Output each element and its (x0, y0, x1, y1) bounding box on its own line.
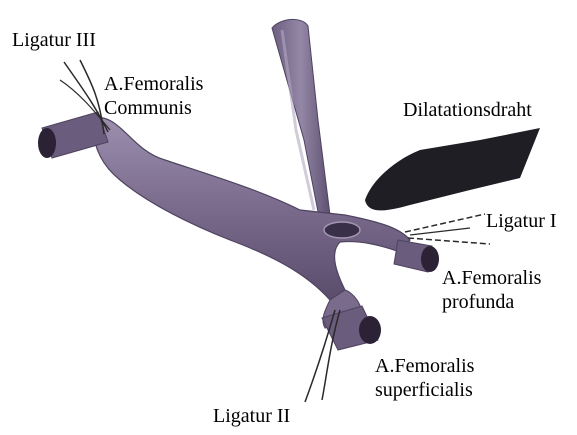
label-femoralis-profunda: A.Femoralis profunda (442, 266, 541, 314)
label-femoralis-communis: A.Femoralis Communis (104, 72, 203, 120)
label-femoralis-superficialis: A.Femoralis superficialis (375, 354, 474, 402)
ligatur-i-thread (405, 214, 485, 232)
label-ligatur-i: Ligatur I (486, 209, 557, 233)
femoralis-communis-line-1: A.Femoralis (104, 72, 203, 96)
dilatation-wire (365, 128, 540, 210)
vertical-branch (272, 19, 330, 222)
ligatur-iii-text: Ligatur III (12, 28, 96, 52)
superficialis-lumen (359, 316, 381, 344)
ligatur-i-thread-2 (408, 238, 490, 244)
ligatur-ii-text: Ligatur II (213, 404, 290, 428)
common-femoral-artery (92, 117, 410, 300)
label-dilatationsdraht: Dilatationsdraht (403, 98, 532, 122)
femoralis-profunda-line-1: A.Femoralis (442, 266, 541, 290)
ligatur-ii-thread (305, 310, 335, 402)
femoralis-superficialis-line-1: A.Femoralis (375, 354, 474, 378)
communis-lumen (38, 128, 56, 158)
bifurcation-opening (324, 222, 360, 238)
label-ligatur-ii: Ligatur II (213, 404, 290, 428)
label-ligatur-iii: Ligatur III (12, 28, 96, 52)
femoralis-profunda-line-2: profunda (442, 290, 541, 314)
ligatur-i-text: Ligatur I (486, 209, 557, 233)
femoralis-superficialis-line-2: superficialis (375, 378, 474, 402)
dilatationsdraht-text: Dilatationsdraht (403, 98, 532, 122)
profunda-lumen (421, 246, 439, 272)
femoralis-communis-line-2: Communis (104, 96, 203, 120)
